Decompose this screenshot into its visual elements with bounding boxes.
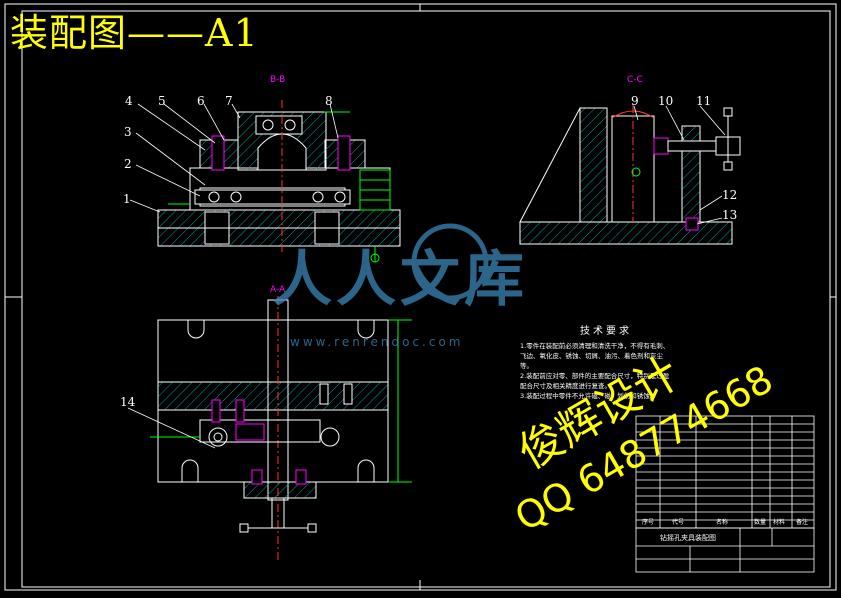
header-cell-remark: 备注 bbox=[796, 518, 808, 526]
title-block bbox=[635, 527, 815, 573]
section-bb-view bbox=[129, 100, 401, 263]
header-cell-no: 序号 bbox=[642, 518, 654, 526]
header-cell-code: 代号 bbox=[672, 518, 684, 526]
watermark-url: www.renrendoc.com bbox=[290, 335, 463, 349]
section-cc-label: C-C bbox=[627, 75, 643, 85]
tech-req-line: 配合尺寸及相关精度进行复查。 bbox=[520, 381, 611, 390]
part-number-9: 9 bbox=[631, 94, 639, 108]
section-aa-view bbox=[127, 296, 412, 560]
tech-req-heading: 技术要求 bbox=[580, 324, 632, 337]
section-cc-view bbox=[519, 105, 741, 245]
header-cell-material: 材料 bbox=[773, 518, 785, 526]
part-number-2: 2 bbox=[124, 157, 132, 171]
page-title: 装配图——A1 bbox=[10, 11, 259, 55]
header-cell-name: 名称 bbox=[716, 518, 728, 526]
part-number-1: 1 bbox=[123, 192, 131, 206]
tech-req-line: 1.零件在装配前必须清理和清洗干净，不得有毛刺、 bbox=[520, 341, 669, 350]
part-number-5: 5 bbox=[158, 94, 166, 108]
technical-requirements: 技术要求 1.零件在装配前必须清理和清洗干净，不得有毛刺、 飞边、氧化皮、锈蚀、… bbox=[520, 324, 670, 400]
part-balloons: 1 2 3 4 5 6 7 8 9 10 11 12 13 14 bbox=[120, 94, 737, 409]
sheet-frame bbox=[4, 3, 837, 591]
part-number-6: 6 bbox=[197, 94, 205, 108]
tech-req-line: 2.装配前应对零、部件的主要配合尺寸，特别是过盈 bbox=[520, 371, 670, 380]
tech-req-line: 飞边、氧化皮、锈蚀、切屑、油污、着色剂和灰尘 bbox=[520, 351, 664, 360]
parts-list bbox=[635, 415, 815, 529]
part-number-12: 12 bbox=[722, 188, 737, 202]
drawing-name: 钻摇孔夹具装配图 bbox=[660, 533, 716, 542]
part-number-7: 7 bbox=[225, 94, 233, 108]
title-block-text: 序号 代号 名称 数量 材料 备注 钻摇孔夹具装配图 bbox=[642, 518, 808, 542]
logo-ring bbox=[411, 223, 489, 301]
tech-req-line: 等。 bbox=[520, 361, 533, 370]
part-number-8: 8 bbox=[325, 94, 333, 108]
part-number-13: 13 bbox=[722, 208, 737, 222]
watermark-logo-text: 人人文库 bbox=[272, 245, 528, 315]
part-number-14: 14 bbox=[120, 395, 136, 409]
part-number-10: 10 bbox=[658, 94, 673, 108]
header-cell-qty: 数量 bbox=[754, 518, 766, 526]
part-number-3: 3 bbox=[124, 125, 132, 139]
site-watermark: 人人文库 www.renrendoc.com bbox=[272, 223, 528, 349]
section-aa-label: A-A bbox=[270, 285, 286, 295]
part-number-11: 11 bbox=[696, 94, 711, 108]
part-number-4: 4 bbox=[125, 94, 133, 108]
tech-req-line: 3.装配过程中零件不允许磕、碰、划伤和锈蚀。 bbox=[520, 391, 656, 400]
section-bb-label: B-B bbox=[270, 75, 285, 85]
